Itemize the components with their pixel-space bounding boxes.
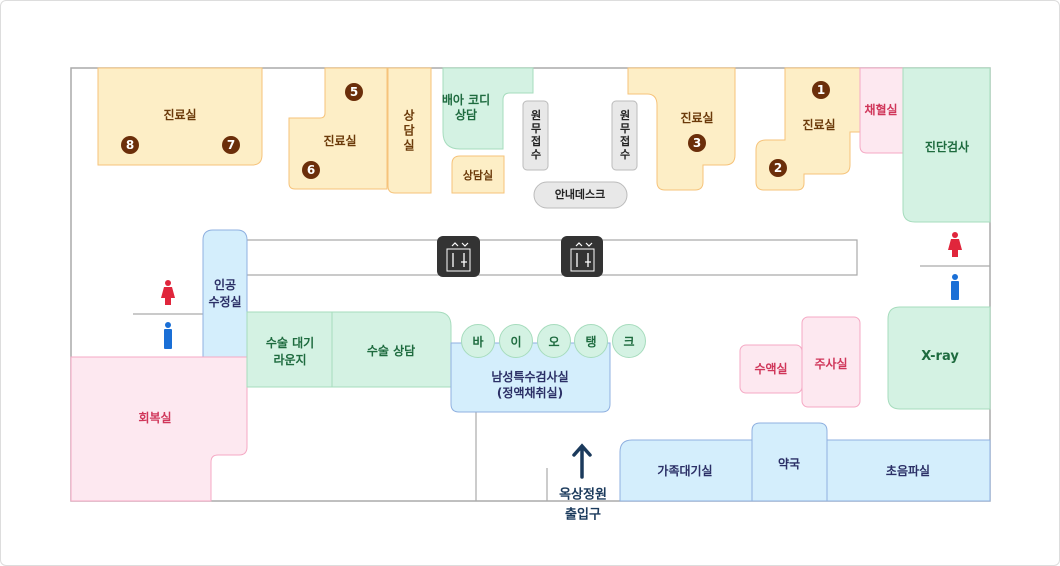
room-consult-vertical[interactable] xyxy=(387,67,432,194)
room-label: 진료실 xyxy=(163,108,197,122)
room-blood-draw[interactable] xyxy=(859,67,904,154)
reception-label: 원무접수 xyxy=(619,109,631,161)
room-injection[interactable] xyxy=(801,316,861,408)
room-label: 가족대기실 xyxy=(657,464,713,478)
room-consult-small[interactable] xyxy=(451,155,505,194)
room-label: 인공 xyxy=(213,278,237,292)
room-clinic-78[interactable] xyxy=(97,67,263,166)
room-number-badge: 1 xyxy=(812,81,830,99)
room-ivf[interactable] xyxy=(202,229,248,358)
rooftop-garden-label: 옥상정원 xyxy=(559,487,607,503)
corridor xyxy=(247,239,858,276)
room-label: 상담 xyxy=(454,108,478,122)
female-restroom-icon xyxy=(161,280,175,305)
room-label: X-ray xyxy=(921,349,959,364)
reception-label: 원무접수 xyxy=(530,109,542,161)
room-number-badge: 3 xyxy=(688,134,706,152)
room-label: 진료실 xyxy=(680,111,714,125)
biotank-circle: 오 xyxy=(537,324,571,358)
room-family-wait[interactable] xyxy=(619,439,753,502)
room-embryo-consult[interactable] xyxy=(442,67,534,150)
room-number-badge: 2 xyxy=(769,159,787,177)
biotank-circle: 탱 xyxy=(574,324,608,358)
elevator-icon xyxy=(437,236,480,277)
room-lab-test[interactable] xyxy=(902,67,991,223)
entrance-label: 출입구 xyxy=(565,507,601,523)
room-surgery-lounge[interactable] xyxy=(246,311,333,388)
room-male-exam[interactable] xyxy=(450,342,611,413)
room-label: 라운지 xyxy=(273,353,307,367)
reception-2[interactable] xyxy=(611,100,638,171)
female-restroom-icon xyxy=(948,232,962,257)
elevator-icon xyxy=(561,236,603,277)
room-xray[interactable] xyxy=(887,306,991,410)
room-label: 진료실 xyxy=(802,118,836,132)
biotank-circle: 크 xyxy=(612,324,646,358)
biotank-circle: 바 xyxy=(461,324,495,358)
info-desk-label: 안내데스크 xyxy=(554,188,606,201)
reception-1[interactable] xyxy=(522,100,549,171)
room-label: 수정실 xyxy=(208,295,242,309)
room-number-badge: 8 xyxy=(121,136,139,154)
room-label: 상담실 xyxy=(403,108,415,153)
room-label: 초음파실 xyxy=(885,464,931,478)
room-label: 수술 상담 xyxy=(366,344,416,358)
room-label: 수액실 xyxy=(754,362,788,376)
room-label: 수술 대기 xyxy=(265,336,315,350)
room-label: 배아 코디 xyxy=(441,93,491,107)
room-label: 채혈실 xyxy=(864,103,898,117)
room-label: (정액채취실) xyxy=(496,386,564,400)
room-clinic-56[interactable] xyxy=(288,67,388,190)
room-label: 상담실 xyxy=(462,169,494,182)
room-recovery[interactable] xyxy=(70,356,248,502)
room-number-badge: 7 xyxy=(222,136,240,154)
room-number-badge: 6 xyxy=(302,161,320,179)
info-desk[interactable] xyxy=(533,181,628,209)
male-restroom-icon xyxy=(951,274,959,300)
biotank-circle: 이 xyxy=(499,324,533,358)
room-label: 남성특수검사실 xyxy=(491,370,569,384)
room-number-badge: 5 xyxy=(345,83,363,101)
up-arrow-icon xyxy=(572,443,592,479)
room-clinic-3[interactable] xyxy=(627,67,736,191)
room-ultrasound[interactable] xyxy=(826,439,991,502)
male-restroom-icon xyxy=(164,322,172,349)
room-label: 약국 xyxy=(777,457,801,471)
room-label: 주사실 xyxy=(814,357,848,371)
room-label: 진료실 xyxy=(323,134,357,148)
room-label: 진단검사 xyxy=(924,140,970,154)
room-label: 회복실 xyxy=(138,411,172,425)
